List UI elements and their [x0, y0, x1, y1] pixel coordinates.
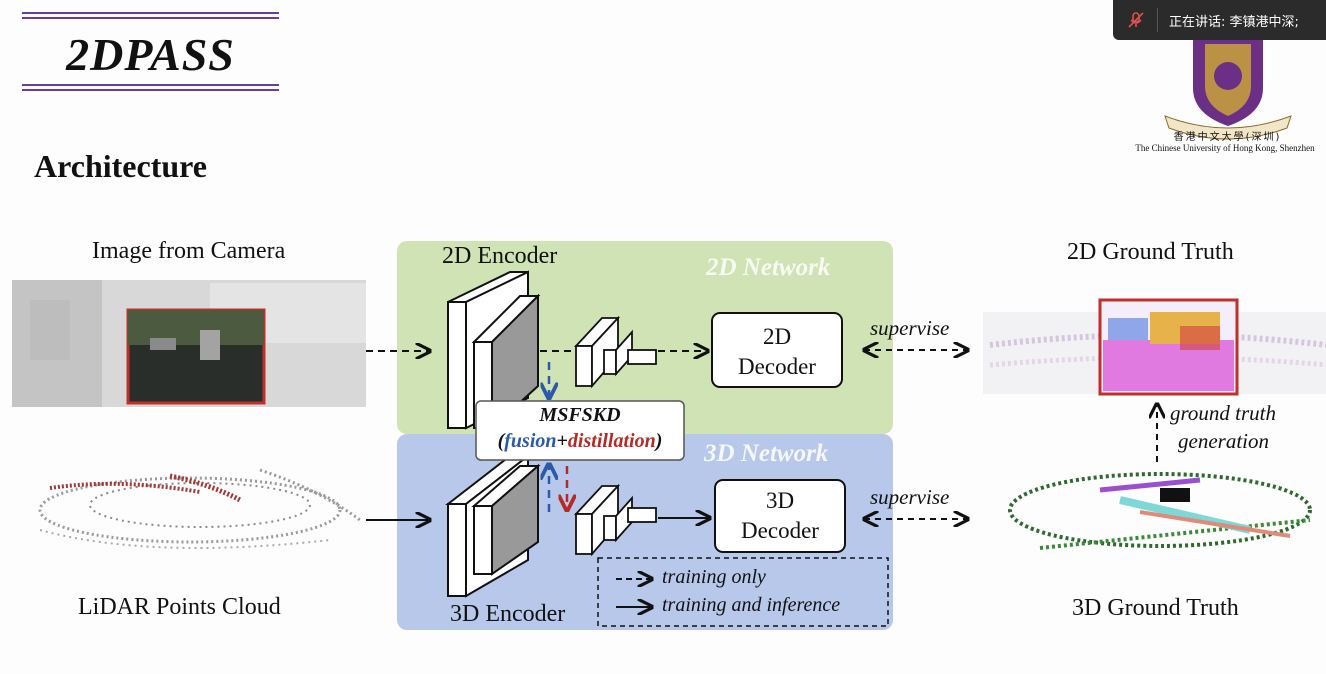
label-3d-ground-truth: 3D Ground Truth [1072, 595, 1239, 621]
microphone-muted-icon [1128, 12, 1144, 28]
msfskd-open-paren: ( [497, 430, 505, 452]
lidar-point-cloud [38, 468, 361, 549]
decoder-2d-line2: Decoder [738, 354, 816, 379]
ground-truth-3d-cloud [1008, 472, 1312, 550]
title-rule-top-2 [22, 17, 279, 19]
logo-chinese-name: 香港中文大學(深圳) [1173, 132, 1282, 143]
decoder-2d-label: 2D Decoder [712, 322, 842, 382]
title-rule-bottom-2 [22, 89, 279, 91]
decoder-3d-line2: Decoder [741, 518, 819, 543]
encoder-3d-block [445, 453, 541, 598]
feature-stack-2d [573, 315, 657, 389]
label-supervise-2d: supervise [870, 316, 950, 340]
decoder-2d-line1: 2D [762, 324, 792, 349]
feature-stack-3d [573, 483, 657, 557]
label-3d-encoder: 3D Encoder [450, 601, 566, 627]
camera-image [12, 280, 366, 407]
msfskd-distillation: distillation [567, 430, 656, 452]
msfskd-title: MSFSKD [539, 404, 621, 426]
title-rule-bottom [22, 84, 279, 86]
ground-truth-2d-image [983, 298, 1326, 396]
decoder-2d-box [711, 312, 843, 388]
label-supervise-3d: supervise [870, 485, 950, 509]
label-image-from-camera: Image from Camera [92, 238, 286, 264]
label-lidar-points-cloud: LiDAR Points Cloud [78, 594, 281, 620]
title-rule-top [22, 12, 279, 14]
decoder-3d-box [714, 479, 846, 553]
label-2d-encoder: 2D Encoder [442, 243, 558, 269]
speaking-text: 正在讲话: 李镇港中深; [1169, 15, 1299, 30]
legend-box [597, 557, 889, 627]
msfskd-subtitle: (fusion+distillation) [476, 430, 684, 453]
speaking-notification: 正在讲话: 李镇港中深; [1113, 0, 1326, 40]
legend-training-only: training only [662, 566, 766, 588]
label-2d-network: 2D Network [706, 254, 831, 281]
label-gt-generation-2: generation [1178, 429, 1269, 453]
msfskd-fusion: fusion [504, 430, 557, 452]
msfskd-box [475, 400, 685, 461]
label-2d-ground-truth: 2D Ground Truth [1067, 239, 1234, 265]
slide-title: 2DPASS [66, 29, 235, 80]
msfskd-plus: + [556, 430, 568, 452]
decoder-3d-line1: 3D [765, 488, 795, 513]
logo-english-name: The Chinese University of Hong Kong, She… [1135, 143, 1315, 153]
university-logo [1164, 36, 1292, 140]
legend-training-inference: training and inference [662, 594, 841, 616]
msfskd-close-paren: ) [655, 430, 663, 452]
decoder-3d-label: 3D Decoder [715, 486, 845, 546]
label-3d-network: 3D Network [704, 440, 829, 467]
slide-heading: Architecture [34, 148, 207, 184]
label-gt-generation-1: ground truth [1170, 401, 1276, 425]
toast-separator [1157, 8, 1158, 32]
slide-title-block: 2DPASS [22, 12, 279, 92]
